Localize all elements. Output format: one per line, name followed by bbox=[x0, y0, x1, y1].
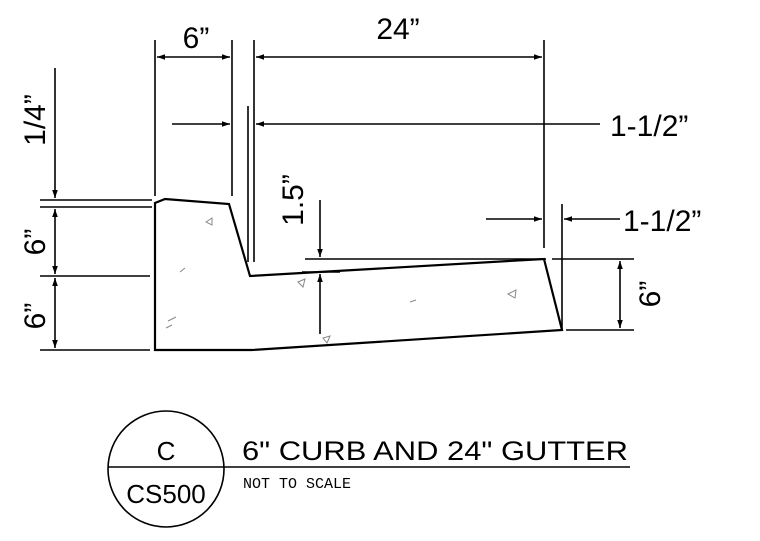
label-top-right-offset: 1-1/2” bbox=[610, 110, 688, 143]
concrete-hatch bbox=[165, 217, 517, 344]
label-gutter-edge-thickness: 6” bbox=[634, 281, 667, 308]
label-curb-exposed-height: 6” bbox=[19, 229, 52, 256]
bubble-detail-letter: C bbox=[157, 436, 176, 466]
label-lip-drop: 1/4” bbox=[19, 94, 52, 146]
label-right-offset: 1-1/2” bbox=[623, 205, 701, 238]
label-curb-top-width: 6” bbox=[183, 22, 210, 55]
label-curb-base-height: 6” bbox=[19, 303, 52, 330]
bubble-sheet-number: CS500 bbox=[126, 479, 206, 509]
curb-gutter-outline bbox=[153, 197, 564, 352]
label-gutter-width: 24” bbox=[376, 13, 419, 46]
detail-subtitle: NOT TO SCALE bbox=[243, 476, 351, 493]
detail-title: 6" CURB AND 24" GUTTER bbox=[242, 436, 628, 466]
detail-callout-bubble bbox=[107, 410, 225, 528]
label-gutter-depth: 1.5” bbox=[277, 174, 310, 226]
